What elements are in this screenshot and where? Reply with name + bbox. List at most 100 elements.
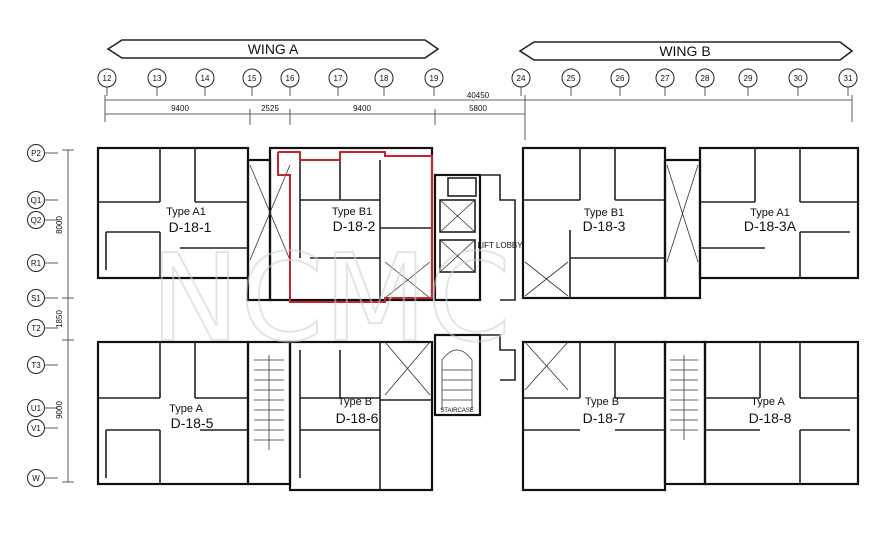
wing-b-banner: WING B [518, 41, 854, 61]
grid-bubble-top: 25 [561, 68, 581, 88]
grid-bubble-top: 27 [655, 68, 675, 88]
svg-text:U1: U1 [31, 404, 42, 413]
svg-text:Q2: Q2 [31, 216, 42, 225]
grid-bubble-top: 17 [328, 68, 348, 88]
grid-bubble-left: T2 [27, 319, 45, 337]
svg-text:31: 31 [844, 74, 853, 83]
grid-bubble-top: 29 [738, 68, 758, 88]
svg-text:15: 15 [248, 74, 257, 83]
grid-bubble-top: 31 [838, 68, 858, 88]
svg-text:D-18-1: D-18-1 [169, 219, 212, 235]
svg-text:27: 27 [661, 74, 670, 83]
svg-text:24: 24 [517, 74, 526, 83]
dim-left-2: 1850 [55, 310, 64, 328]
grid-bubble-top: 12 [97, 68, 117, 88]
svg-text:26: 26 [616, 74, 625, 83]
unit-label-3: Type B1 D-18-3 [583, 207, 626, 234]
unit-label-4: Type A1 D-18-3A [744, 207, 797, 234]
svg-text:16: 16 [286, 74, 295, 83]
grid-bubble-left: Q2 [27, 211, 45, 229]
svg-text:P2: P2 [31, 149, 41, 158]
grid-bubble-top: 18 [374, 68, 394, 88]
svg-text:25: 25 [567, 74, 576, 83]
svg-text:Type B: Type B [338, 396, 372, 408]
grid-bubble-top: 30 [788, 68, 808, 88]
grid-bubble-top: 15 [242, 68, 262, 88]
svg-text:Q1: Q1 [31, 196, 42, 205]
grid-bubble-left: T3 [27, 356, 45, 374]
grid-bubble-top: 24 [511, 68, 531, 88]
svg-text:Type A1: Type A1 [166, 206, 206, 218]
svg-text:D-18-3A: D-18-3A [744, 218, 797, 234]
wing-b-label: WING B [659, 43, 710, 59]
wing-a-label: WING A [248, 41, 299, 57]
grid-top: 12 13 14 15 16 17 18 19 24 25 26 27 28 29 30 31 [97, 68, 858, 96]
grid-bubble-left: S1 [27, 289, 45, 307]
watermark: NCMC [150, 230, 511, 369]
grid-bubble-top: 14 [195, 68, 215, 88]
grid-bubble-left: R1 [27, 254, 45, 272]
dimension-top: 40450 9400 2525 9400 5800 [104, 91, 853, 140]
wing-a-walls [96, 146, 434, 492]
dim-total: 40450 [467, 91, 490, 100]
grid-bubble-left: P2 [27, 144, 45, 162]
svg-text:W: W [32, 474, 40, 483]
dim-1: 9400 [171, 104, 189, 113]
dimension-left: 8000 1850 9000 [55, 149, 74, 483]
svg-text:D-18-2: D-18-2 [333, 218, 376, 234]
dim-4: 5800 [469, 104, 487, 113]
grid-bubble-top: 16 [280, 68, 300, 88]
dim-3: 9400 [353, 104, 371, 113]
staircase-label: STAIRCASE [440, 408, 474, 414]
grid-bubble-top: 19 [424, 68, 444, 88]
svg-text:13: 13 [153, 74, 162, 83]
svg-text:18: 18 [380, 74, 389, 83]
highlighted-unit-outline [277, 151, 433, 303]
svg-text:R1: R1 [31, 259, 42, 268]
svg-text:Type A: Type A [751, 396, 785, 408]
svg-text:14: 14 [201, 74, 210, 83]
dim-2: 2525 [261, 104, 279, 113]
svg-text:Type B1: Type B1 [584, 207, 624, 219]
grid-bubble-left: U1 [27, 399, 45, 417]
svg-text:D-18-5: D-18-5 [171, 415, 214, 431]
svg-text:T2: T2 [31, 324, 41, 333]
svg-text:17: 17 [334, 74, 343, 83]
svg-text:D-18-8: D-18-8 [749, 410, 792, 426]
svg-text:D-18-7: D-18-7 [583, 410, 626, 426]
grid-bubble-left: Q1 [27, 191, 45, 209]
unit-label-8: Type A D-18-8 [749, 396, 792, 426]
lift-lobby-label: LIFT LOBBY [477, 241, 523, 250]
grid-bubble-top: 26 [610, 68, 630, 88]
unit-label-1: Type A1 D-18-1 [166, 206, 211, 235]
central-core: LIFT LOBBY STAIRCASE [433, 173, 523, 417]
svg-text:28: 28 [701, 74, 710, 83]
unit-label-2: Type B1 D-18-2 [332, 206, 376, 234]
svg-text:D-18-6: D-18-6 [336, 410, 379, 426]
dim-left-1: 8000 [55, 216, 64, 234]
svg-text:12: 12 [103, 74, 112, 83]
svg-text:Type A1: Type A1 [750, 207, 790, 219]
dim-left-3: 9000 [55, 401, 64, 419]
grid-bubble-left: W [27, 469, 45, 487]
unit-label-5: Type A D-18-5 [169, 403, 213, 431]
grid-bubble-top: 28 [695, 68, 715, 88]
unit-label-6: Type B D-18-6 [336, 396, 379, 426]
svg-text:T3: T3 [31, 361, 41, 370]
wing-b-walls [521, 146, 860, 492]
grid-bubble-top: 13 [147, 68, 167, 88]
wing-a-banner: WING A [106, 39, 440, 59]
svg-text:D-18-3: D-18-3 [583, 218, 626, 234]
unit-label-7: Type B D-18-7 [583, 396, 626, 426]
svg-text:19: 19 [430, 74, 439, 83]
svg-text:S1: S1 [31, 294, 41, 303]
svg-text:Type A: Type A [169, 403, 203, 415]
svg-text:V1: V1 [31, 424, 41, 433]
svg-text:Type B1: Type B1 [332, 206, 372, 218]
svg-text:29: 29 [744, 74, 753, 83]
svg-text:Type B: Type B [585, 396, 619, 408]
svg-text:30: 30 [794, 74, 803, 83]
grid-bubble-left: V1 [27, 419, 45, 437]
